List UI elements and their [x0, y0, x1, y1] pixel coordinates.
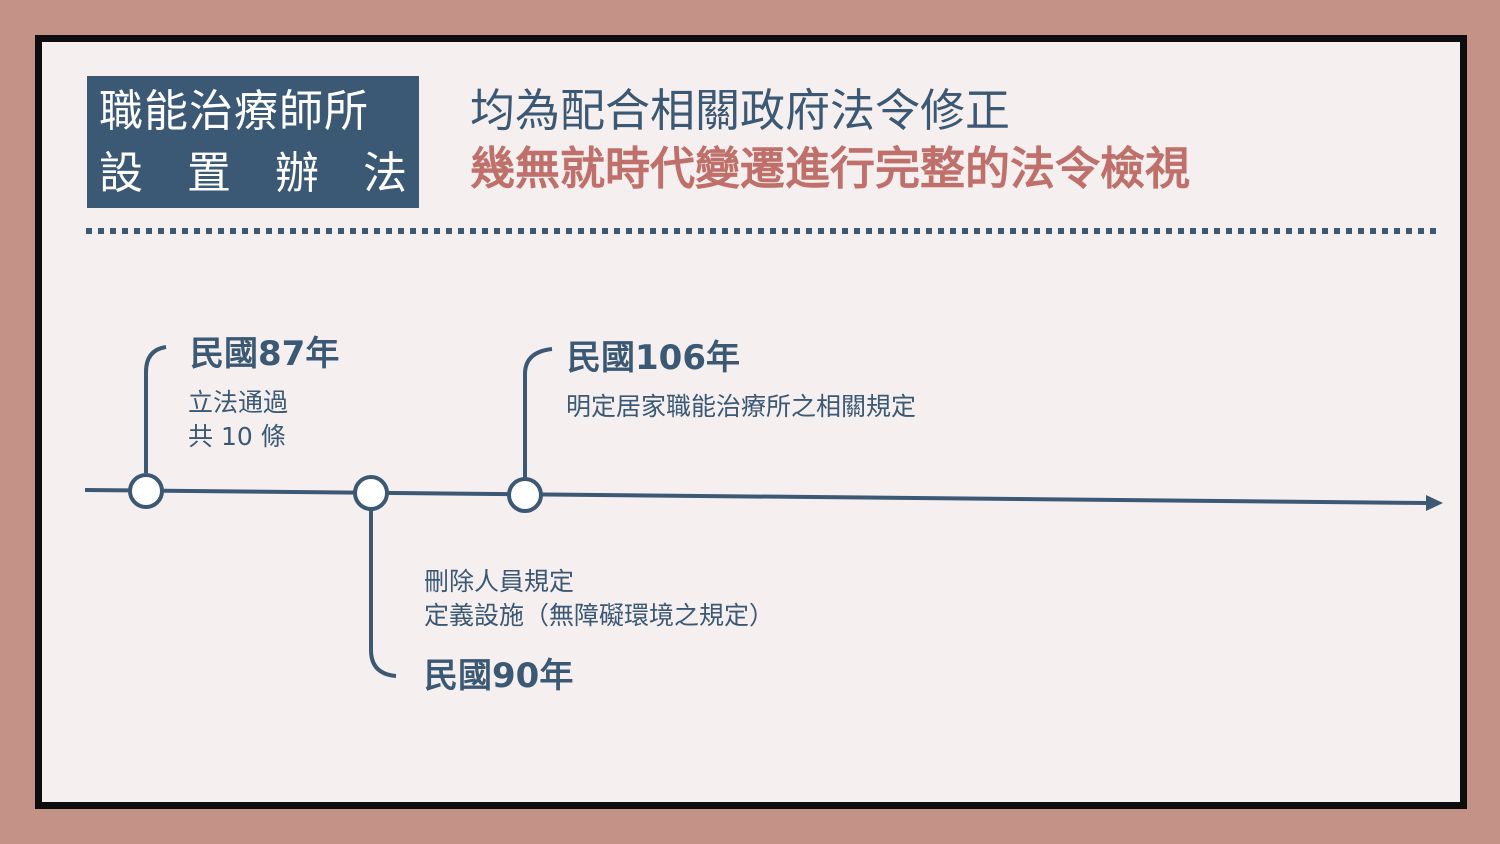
event-year-106: 民國106年 — [567, 338, 740, 378]
title-line-2: 設 置 辦 法 — [99, 144, 407, 204]
timeline-node-90 — [353, 475, 389, 511]
event-desc-90-line-2: 定義設施（無障礙環境之規定） — [424, 601, 775, 630]
connector-106 — [523, 347, 553, 478]
timeline-arrowhead — [1426, 495, 1443, 511]
subtitle-line-1: 均為配合相關政府法令修正 — [470, 84, 1011, 137]
event-year-90: 民國90年 — [424, 656, 574, 696]
title-char: 法 — [363, 148, 407, 199]
title-char: 設 — [99, 148, 143, 199]
timeline-node-87 — [128, 473, 164, 509]
title-line-1: 職能治療師所 — [99, 86, 369, 137]
connector-90 — [369, 510, 397, 678]
event-year-87: 民國87年 — [190, 334, 340, 374]
event-desc-87-line-1: 立法通過 — [188, 388, 289, 417]
connector-87 — [144, 345, 167, 473]
title-char: 置 — [187, 148, 231, 199]
timeline-axis — [84, 488, 1429, 505]
event-desc-90-line-1: 刪除人員規定 — [424, 567, 575, 596]
timeline-node-106 — [507, 477, 543, 513]
event-desc-87-line-2: 共 10 條 — [188, 422, 286, 451]
subtitle-line-2-highlight: 幾無就時代變遷進行完整的法令檢視 — [470, 142, 1191, 195]
title-box: 職能治療師所 設 置 辦 法 — [87, 76, 419, 208]
title-char: 辦 — [275, 148, 319, 199]
event-desc-106-line-1: 明定居家職能治療所之相關規定 — [566, 392, 917, 421]
